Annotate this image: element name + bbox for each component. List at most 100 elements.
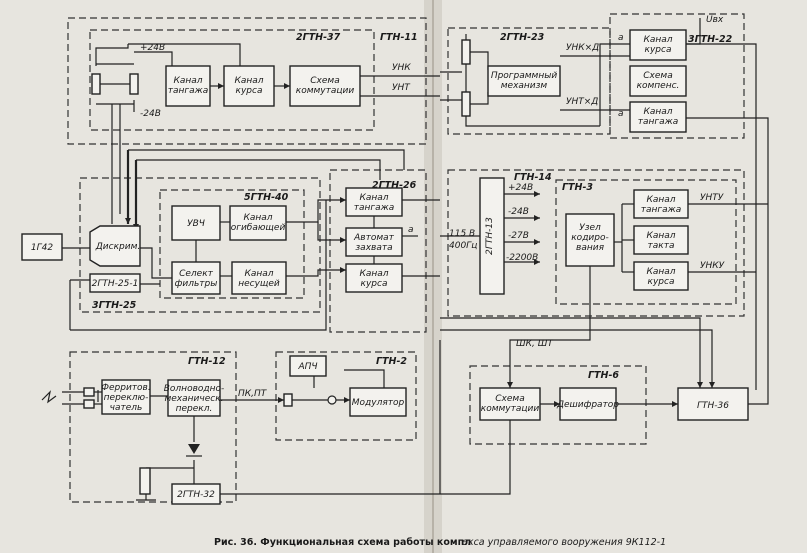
block-text-line: 2ГТН-13 bbox=[485, 217, 495, 255]
block-gtn13 bbox=[479, 177, 505, 295]
block-programmny bbox=[487, 65, 561, 97]
label-o-m27: -27В bbox=[508, 231, 529, 241]
block-kanal-tangazha-r bbox=[629, 101, 687, 133]
block-text-line: Канал bbox=[643, 35, 672, 45]
block-uvch bbox=[171, 205, 221, 241]
text-volnovod: Волноводно-механическ.перекл. bbox=[164, 384, 225, 414]
block-text-line: Дешифратор bbox=[556, 400, 619, 410]
label-p24: +24В bbox=[140, 43, 165, 53]
block-gtn36 bbox=[677, 387, 749, 421]
group-gtn12 bbox=[69, 351, 237, 503]
block-text-line: тангажа bbox=[168, 86, 209, 96]
block-kanal-takta bbox=[633, 225, 689, 255]
block-text-line: такта bbox=[648, 241, 675, 251]
label-unt: УНТ bbox=[392, 83, 411, 93]
group-gtn11 bbox=[67, 17, 427, 145]
block-kanal-tangazha-m bbox=[345, 187, 403, 217]
block-text-line: Канал bbox=[646, 267, 675, 277]
block-text-line: Канал bbox=[643, 107, 672, 117]
block-text-line: огибающей bbox=[231, 223, 286, 233]
group-gtn3 bbox=[555, 179, 737, 305]
label-gtn6: ГТН-6 bbox=[588, 370, 619, 381]
block-text-line: АПЧ bbox=[297, 362, 317, 372]
label-o-m24: -24В bbox=[508, 207, 529, 217]
label-untu: УНТУ bbox=[700, 193, 724, 203]
block-text-line: чатель bbox=[110, 403, 143, 413]
caption-left: Рис. 36. Функциональная схема работы ком… bbox=[214, 537, 471, 548]
label-gtn37: 2ГТН-37 bbox=[296, 32, 341, 43]
blocks bbox=[21, 29, 749, 505]
block-text-line: курса bbox=[648, 277, 675, 287]
group-gtn40 bbox=[159, 189, 305, 299]
block-skhema-kommutatsii-b bbox=[479, 387, 541, 421]
text-gtn36: ГТН-36 bbox=[697, 401, 729, 411]
block-text-line: Канал bbox=[244, 269, 273, 279]
text-gtn32: 2ГТН-32 bbox=[177, 490, 215, 500]
block-ferrit bbox=[101, 379, 151, 415]
label-gtn3: ГТН-3 bbox=[562, 182, 593, 193]
block-text-line: 1Г42 bbox=[31, 243, 53, 253]
block-text-line: Узел bbox=[579, 223, 601, 233]
block-text-line: курса bbox=[361, 279, 388, 289]
group-gtn2 bbox=[275, 351, 417, 441]
block-text-line: переклю- bbox=[104, 393, 149, 403]
block-skhema-kompens bbox=[629, 65, 687, 97]
block-modulator bbox=[349, 387, 407, 417]
block-text-line: перекл. bbox=[176, 404, 213, 414]
label-o-p24: +24В bbox=[508, 183, 533, 193]
group-gtn22 bbox=[609, 13, 745, 139]
label-v115: 115 В bbox=[449, 229, 475, 239]
label-m24: -24В bbox=[140, 109, 161, 119]
block-kanal-tangazha-g3 bbox=[633, 189, 689, 219]
block-gtn32 bbox=[171, 483, 221, 505]
block-text-line: Схема bbox=[310, 76, 339, 86]
block-text-line: курса bbox=[236, 86, 263, 96]
label-a-avt: а bbox=[408, 225, 414, 235]
block-1g42 bbox=[21, 233, 63, 261]
block-text-line: несущей bbox=[238, 279, 280, 289]
block-kanal-ogib bbox=[229, 205, 287, 241]
block-text-line: Канал bbox=[173, 76, 202, 86]
block-text-line: компенс. bbox=[637, 81, 680, 91]
label-ubx: Uвх bbox=[706, 15, 724, 25]
block-kanal-tangazha-top bbox=[165, 65, 211, 107]
group-gtn26 bbox=[329, 169, 427, 333]
label-o-m2200: -2200В bbox=[506, 253, 538, 263]
block-text-line: тангажа bbox=[638, 117, 679, 127]
label-gtn11: ГТН-11 bbox=[380, 32, 418, 43]
block-kanal-kursa-m bbox=[345, 263, 403, 293]
label-gtn12: ГТН-12 bbox=[188, 356, 226, 367]
label-pk: ПК,ПТ bbox=[238, 389, 268, 399]
block-kanal-kursa-g3 bbox=[633, 261, 689, 291]
signal-labels: +24В -24В УНК УНТ УНК×Д УНТ×Д Uвх а а а … bbox=[140, 15, 725, 399]
label-gtn40: 5ГТН-40 bbox=[244, 192, 289, 203]
text-ferrit: Ферритов.переклю-чатель bbox=[101, 383, 150, 413]
label-gtn26: 2ГТН-26 bbox=[372, 180, 417, 191]
block-text-line: Канал bbox=[359, 269, 388, 279]
block-text-line: Канал bbox=[646, 195, 675, 205]
block-text-line: Канал bbox=[646, 231, 675, 241]
block-kanal-nes bbox=[231, 261, 287, 295]
group-gtn14 bbox=[447, 169, 745, 317]
group-boxes bbox=[67, 13, 745, 503]
block-text-line: Канал bbox=[243, 213, 272, 223]
block-text-line: тангажа bbox=[354, 203, 395, 213]
block-diskr bbox=[89, 225, 141, 267]
block-selekt bbox=[171, 261, 221, 295]
label-untd: УНТ×Д bbox=[566, 97, 598, 107]
block-gtn25-1 bbox=[89, 273, 141, 293]
label-shk: ШК, ШТ bbox=[516, 339, 554, 349]
block-text-line: фильтры bbox=[175, 279, 218, 289]
block-text-line: Дискрим. bbox=[95, 242, 140, 252]
text-apch: АПЧ bbox=[297, 362, 317, 372]
